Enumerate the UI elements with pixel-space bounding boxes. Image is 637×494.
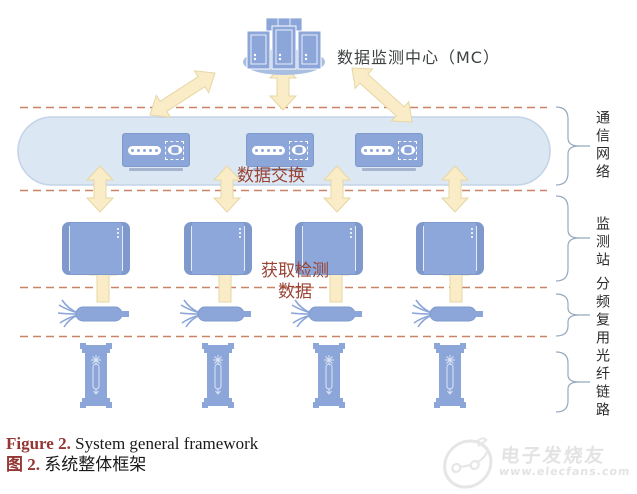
- caption-zh-number: 图 2.: [6, 455, 40, 474]
- splitter-icon-4: [411, 299, 484, 328]
- layer-label-fiber-link: 光纤链路: [594, 348, 610, 420]
- layer-label-fdm: 分频复用: [594, 276, 610, 348]
- fiber-link-icon-1: [79, 342, 113, 409]
- caption-en-text: System general framework: [70, 434, 259, 453]
- figure-caption: Figure 2. System general framework 图 2. …: [6, 433, 258, 475]
- monitoring-station-icon-3: [295, 222, 363, 275]
- router-ports: [252, 145, 285, 155]
- double-arrow-diagonal-right: [351, 67, 413, 123]
- sync-arrows-icon: [289, 140, 308, 160]
- station-leds: [239, 228, 241, 238]
- router-icon-2: [246, 133, 314, 171]
- station-leds: [471, 228, 473, 238]
- caption-zh-text: 系统整体框架: [40, 455, 147, 474]
- brace-fdm: [555, 293, 590, 337]
- acquire-data-label: 获取检测 数据: [248, 261, 342, 303]
- brace-fiber-link: [555, 351, 590, 413]
- brace-monitoring-station: [555, 195, 590, 282]
- data-center-label: 数据监测中心（MC）: [337, 48, 500, 67]
- watermark: 电子发烧友 www.elecfans.com: [437, 434, 634, 490]
- fiber-link-icon-4: [433, 342, 467, 409]
- elecfans-logo-icon: [442, 437, 492, 489]
- caption-chinese: 图 2. 系统整体框架: [6, 454, 258, 475]
- data-exchange-label: 数据交换: [237, 166, 305, 186]
- monitoring-station-icon-2: [184, 222, 252, 275]
- layer-label-communication-network: 通信网络: [594, 110, 610, 182]
- watermark-brand: 电子发烧友: [499, 444, 607, 467]
- watermark-site: www.elecfans.com: [497, 465, 631, 479]
- router-icon-1: [122, 133, 190, 171]
- splitter-icon-3: [290, 299, 363, 328]
- acquire-data-label-line2: 数据: [278, 282, 312, 302]
- station-leds: [350, 228, 352, 238]
- monitoring-station-icon-1: [62, 222, 130, 275]
- brace-communication-network: [555, 106, 590, 186]
- watermark-text: 电子发烧友 www.elecfans.com: [497, 444, 633, 479]
- caption-en-number: Figure 2.: [6, 434, 71, 453]
- sync-arrows-icon: [165, 140, 184, 160]
- fiber-link-icon-3: [312, 342, 346, 409]
- splitter-icon-2: [179, 299, 252, 328]
- fiber-link-icon-2: [201, 342, 235, 409]
- data-center-icon: [242, 17, 326, 76]
- splitter-icon-1: [57, 299, 130, 328]
- router-ports: [128, 145, 161, 155]
- caption-english: Figure 2. System general framework: [6, 433, 258, 454]
- double-arrow-diagonal-left: [149, 70, 216, 118]
- sync-arrows-icon: [398, 140, 417, 160]
- acquire-data-label-line1: 获取检测: [261, 261, 329, 281]
- station-leds: [117, 228, 119, 238]
- diagram-canvas: [17, 17, 590, 413]
- router-ports: [361, 145, 394, 155]
- layer-label-monitoring-station: 监测站: [594, 216, 610, 270]
- monitoring-station-icon-4: [416, 222, 484, 275]
- router-icon-3: [355, 133, 423, 171]
